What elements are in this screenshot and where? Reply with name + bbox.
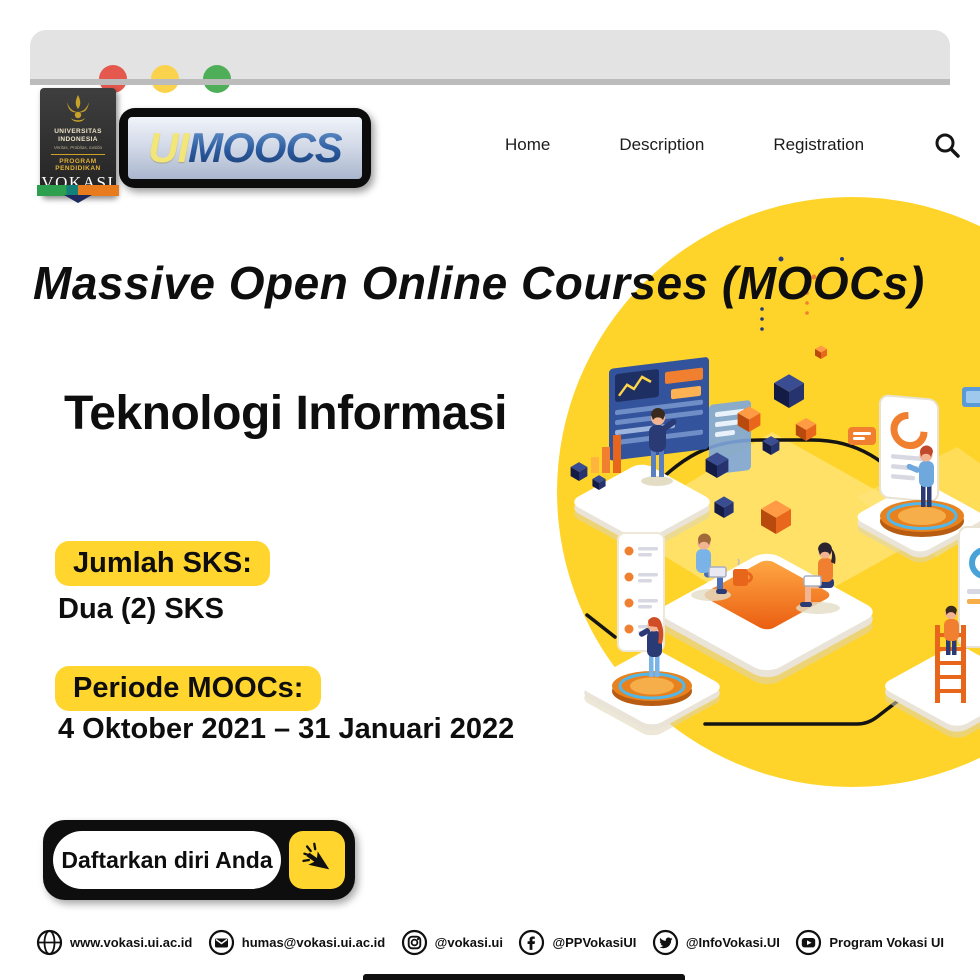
footer-instagram[interactable]: @vokasi.ui (401, 929, 503, 956)
register-button[interactable]: Daftarkan diri Anda (43, 820, 355, 900)
illustration (557, 197, 980, 787)
register-button-accent (289, 831, 345, 889)
coffee-mug (733, 558, 753, 586)
instagram-icon (401, 929, 427, 956)
footer-facebook[interactable]: @PPVokasiUI (518, 929, 636, 956)
floating-cubes (705, 256, 844, 534)
program-label: PROGRAM PENDIDIKAN (55, 158, 101, 173)
banner-ribbon (37, 185, 119, 203)
sks-label: Jumlah SKS: (55, 541, 270, 586)
nav-description[interactable]: Description (619, 135, 705, 154)
footer-email-label: humas@vokasi.ui.ac.id (241, 935, 386, 950)
uimoocs-logo-moocs: MOOCS (188, 124, 343, 171)
person-laptop-left (691, 533, 731, 601)
phone-podium (848, 387, 980, 537)
platform-left (574, 464, 710, 552)
university-name: UNIVERSITAS INDONESIA (54, 128, 102, 144)
ui-makara-icon (67, 95, 89, 122)
period-value: 4 Oktober 2021 – 31 Januari 2022 (58, 713, 515, 745)
browser-title-bar (30, 30, 950, 93)
person-dashboard (641, 408, 677, 486)
youtube-icon (796, 929, 822, 956)
footer-email[interactable]: humas@vokasi.ui.ac.id (208, 929, 385, 956)
facebook-icon (519, 929, 545, 956)
nav-registration[interactable]: Registration (773, 135, 865, 154)
list-podium (612, 532, 692, 706)
bottom-cropped-bar (363, 974, 685, 980)
email-icon (208, 929, 234, 956)
click-cursor-icon (302, 842, 330, 870)
page-title: Massive Open Online Courses (MOOCs) (33, 257, 925, 309)
footer-youtube-label: Program Vokasi UI (829, 935, 944, 950)
course-title: Teknologi Informasi (64, 387, 507, 440)
footer-youtube[interactable]: Program Vokasi UI (795, 929, 944, 956)
footer-twitter[interactable]: @InfoVokasi.UI (652, 929, 780, 956)
period-label: Periode MOOCs: (55, 666, 322, 711)
university-motto: Veritas, Probitas, Iustitia (53, 145, 103, 151)
globe-icon (36, 929, 63, 956)
footer-facebook-label: @PPVokasiUI (552, 935, 637, 950)
nav-home[interactable]: Home (505, 135, 551, 154)
footer-website[interactable]: www.vokasi.ui.ac.id (36, 929, 192, 956)
divider (51, 154, 105, 156)
browser-bar-edge (30, 79, 950, 85)
person-laptop-right (796, 542, 840, 614)
register-button-label: Daftarkan diri Anda (53, 831, 281, 889)
footer-contacts: www.vokasi.ui.ac.id humas@vokasi.ui.ac.i… (0, 929, 980, 956)
ladder-board (935, 526, 980, 703)
sks-value: Dua (2) SKS (58, 593, 224, 625)
footer-twitter-label: @InfoVokasi.UI (685, 935, 780, 950)
uimoocs-logo-ui: UI (148, 124, 189, 171)
footer-instagram-label: @vokasi.ui (434, 935, 503, 950)
footer-website-label: www.vokasi.ui.ac.id (70, 935, 193, 950)
search-icon[interactable] (933, 131, 961, 159)
twitter-icon (652, 929, 678, 956)
main-nav: Home Description Registration (505, 131, 961, 159)
vokasi-logo-banner: UNIVERSITAS INDONESIA Veritas, Probitas,… (37, 88, 119, 203)
